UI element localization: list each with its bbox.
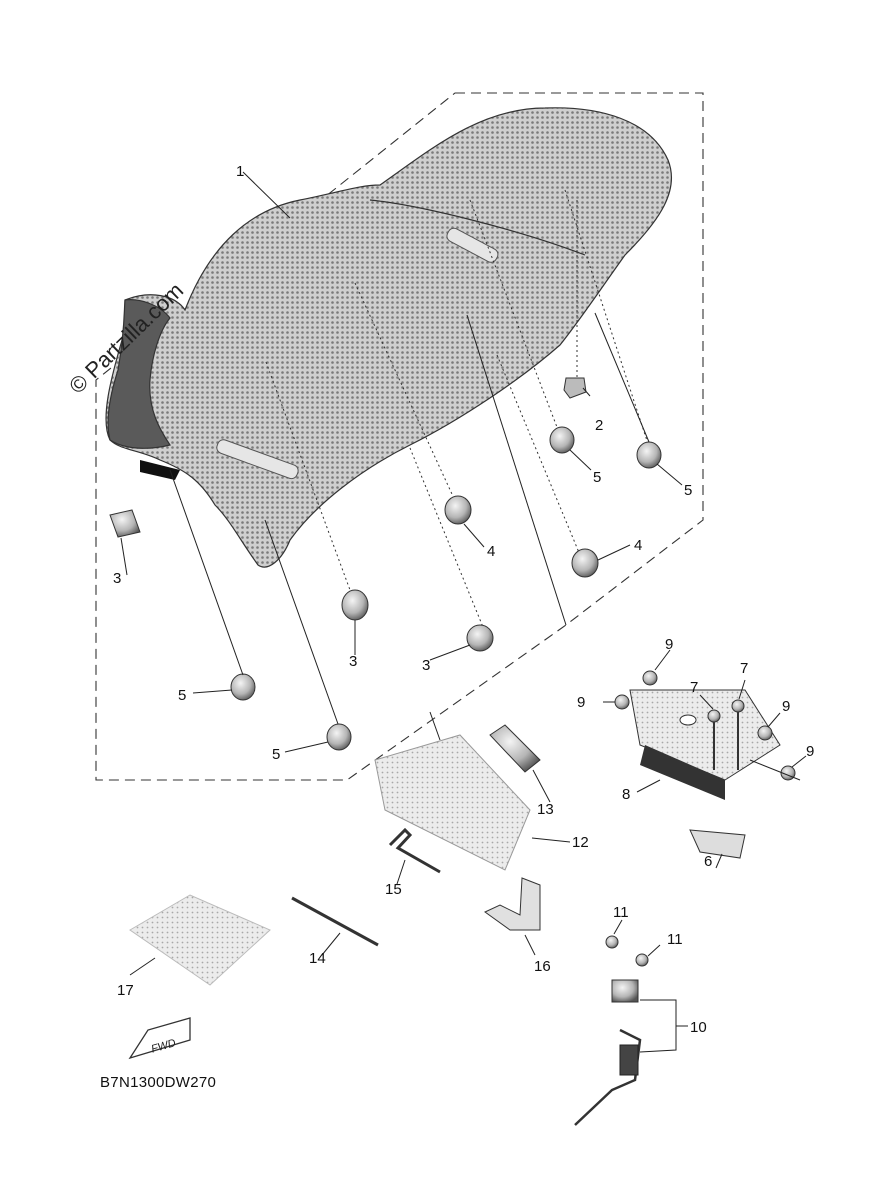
tool-bag-12[interactable] — [374, 734, 531, 871]
rod-14[interactable] — [291, 896, 379, 947]
callout-5c: 5 — [178, 687, 186, 704]
bolt-7a[interactable] — [707, 709, 721, 723]
nut-9c[interactable] — [757, 725, 773, 741]
callout-2: 2 — [595, 417, 603, 434]
cushion-4a[interactable] — [444, 495, 472, 525]
callout-5b: 5 — [684, 482, 692, 499]
hex-key-15[interactable] — [388, 827, 441, 874]
strap-16[interactable] — [484, 877, 541, 931]
damper-5a[interactable] — [549, 426, 575, 454]
bolt-7b[interactable] — [731, 699, 745, 713]
callout-14: 14 — [309, 950, 326, 967]
seat-assembly-boundary — [95, 92, 704, 781]
damper-3c[interactable] — [109, 509, 141, 538]
callout-3c: 3 — [422, 657, 430, 674]
tray-8[interactable] — [629, 689, 781, 800]
damper-5c[interactable] — [230, 673, 256, 701]
diagram-code: B7N1300DW270 — [100, 1074, 216, 1091]
bolt-2[interactable] — [563, 200, 587, 399]
damper-3a[interactable] — [341, 589, 369, 621]
callout-4b: 4 — [634, 537, 642, 554]
callout-9b: 9 — [577, 694, 585, 711]
screw-11b[interactable] — [635, 953, 649, 967]
cushion-4b[interactable] — [571, 548, 599, 578]
callout-5a: 5 — [593, 469, 601, 486]
callout-7a: 7 — [690, 679, 698, 696]
nut-9a[interactable] — [642, 670, 658, 686]
nut-9b[interactable] — [614, 694, 630, 710]
bracket-6[interactable] — [689, 829, 746, 859]
callout-9c: 9 — [782, 698, 790, 715]
callout-10: 10 — [690, 1019, 707, 1036]
tube-13[interactable] — [489, 724, 541, 773]
callout-13: 13 — [537, 801, 554, 818]
callout-11a: 11 — [613, 904, 629, 921]
callout-12: 12 — [572, 834, 589, 851]
seat-part[interactable] — [105, 107, 673, 568]
callout-11b: 11 — [667, 931, 683, 948]
damper-3b[interactable] — [466, 624, 494, 652]
callout-7b: 7 — [740, 660, 748, 677]
label-17[interactable] — [129, 894, 271, 986]
damper-5d[interactable] — [326, 723, 352, 751]
screw-11a[interactable] — [605, 935, 619, 949]
forward-arrow-icon: FWD — [128, 1017, 191, 1060]
callout-1: 1 — [236, 163, 244, 180]
callout-9d: 9 — [806, 743, 814, 760]
lock-10[interactable] — [574, 979, 642, 1126]
callout-8: 8 — [622, 786, 630, 803]
callout-9a: 9 — [665, 636, 673, 653]
callout-16: 16 — [534, 958, 551, 975]
callout-4a: 4 — [487, 543, 495, 560]
callout-6: 6 — [704, 853, 712, 870]
callout-15: 15 — [385, 881, 402, 898]
callout-3a: 3 — [113, 570, 121, 587]
callout-3b: 3 — [349, 653, 357, 670]
callout-17: 17 — [117, 982, 134, 999]
callout-5d: 5 — [272, 746, 280, 763]
